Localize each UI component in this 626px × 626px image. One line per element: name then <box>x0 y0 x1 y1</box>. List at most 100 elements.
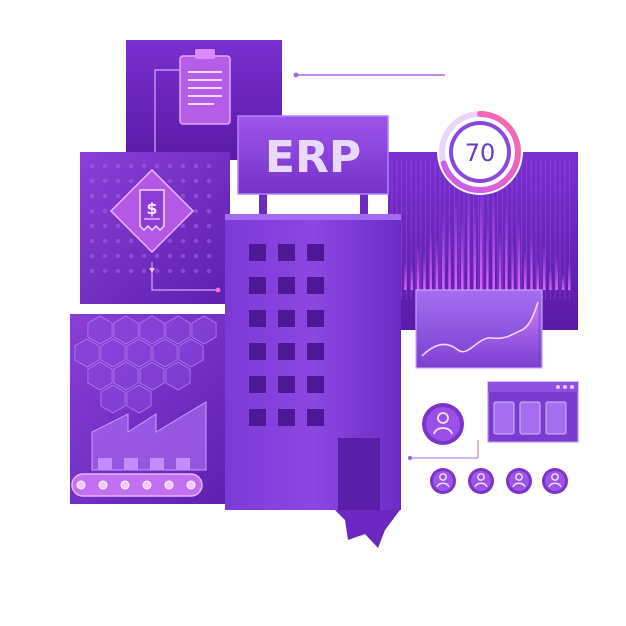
grid-dot <box>102 208 108 214</box>
grid-dot <box>115 223 121 229</box>
cube <box>100 338 126 368</box>
grid-dot <box>206 238 212 244</box>
window <box>278 343 295 360</box>
grid-dot <box>102 223 108 229</box>
window <box>307 409 324 426</box>
conveyor-roller <box>76 480 86 490</box>
signal-bar <box>486 220 489 290</box>
user-avatar-icon <box>542 468 568 494</box>
building-door <box>338 438 380 512</box>
cube <box>113 361 139 391</box>
conveyor-roller <box>98 480 108 490</box>
signal-bar <box>479 180 483 290</box>
grid-dot <box>115 268 121 274</box>
signal-bar <box>511 242 514 290</box>
building-windows <box>249 244 324 426</box>
window <box>307 343 324 360</box>
grid-dot <box>89 193 95 199</box>
cube <box>87 315 113 345</box>
grid-dot <box>154 268 160 274</box>
grid-dot <box>180 268 186 274</box>
window <box>249 310 266 327</box>
grid-dot <box>89 223 95 229</box>
signal-bar <box>524 250 527 290</box>
signal-bar <box>542 246 546 290</box>
signal-bar <box>429 230 432 290</box>
cube <box>165 361 191 391</box>
grid-dot <box>180 223 186 229</box>
window <box>278 244 295 261</box>
receipt-dollar-icon: $ <box>109 168 195 254</box>
window <box>278 310 295 327</box>
signal-bar <box>492 194 495 290</box>
grid-dot <box>89 238 95 244</box>
window <box>307 310 324 327</box>
cube <box>139 361 165 391</box>
grid-dot <box>115 178 121 184</box>
grid-dot <box>206 193 212 199</box>
cube <box>87 361 113 391</box>
grid-dot <box>167 238 173 244</box>
cube <box>74 338 100 368</box>
cube-pattern <box>74 315 217 414</box>
cube <box>178 338 204 368</box>
grid-dot <box>89 268 95 274</box>
conveyor-roller <box>142 480 152 490</box>
grid-dot <box>102 163 108 169</box>
grid-dot <box>193 223 199 229</box>
signal-bar <box>435 238 439 290</box>
cube <box>191 315 217 345</box>
factory-panel <box>70 314 238 504</box>
grid-dot <box>128 238 134 244</box>
erp-sign-label: ERP <box>265 132 361 183</box>
cube <box>152 338 178 368</box>
grid-dot <box>180 238 186 244</box>
window <box>249 343 266 360</box>
grid-dot <box>102 268 108 274</box>
signal-bar <box>549 268 552 290</box>
user-avatar-icon <box>430 468 456 494</box>
factory-icon <box>91 401 207 471</box>
grid-dot <box>89 253 95 259</box>
grid-dot <box>180 178 186 184</box>
grid-dot <box>180 193 186 199</box>
window <box>249 277 266 294</box>
signal-bar <box>404 260 407 290</box>
grid-dot <box>193 208 199 214</box>
connector-line <box>293 72 445 78</box>
grid-dot <box>180 253 186 259</box>
grid-dot <box>89 178 95 184</box>
grid-dot <box>206 268 212 274</box>
conveyor-roller <box>120 480 130 490</box>
grid-dot <box>193 253 199 259</box>
score-gauge: 70 <box>437 109 523 195</box>
signal-bar <box>454 198 458 290</box>
signal-bar <box>517 220 521 290</box>
cube <box>126 338 152 368</box>
grid-dot <box>128 163 134 169</box>
cube <box>165 315 191 345</box>
grid-dot <box>206 178 212 184</box>
grid-dot <box>102 193 108 199</box>
window <box>307 244 324 261</box>
grid-dot <box>206 163 212 169</box>
grid-dot <box>206 253 212 259</box>
signal-bar <box>467 190 470 290</box>
svg-text:$: $ <box>146 199 157 218</box>
signal-bar <box>505 206 508 290</box>
grid-dot <box>167 253 173 259</box>
signal-bar <box>416 246 420 290</box>
signal-bar <box>473 204 476 290</box>
grid-dot <box>128 178 134 184</box>
vertical-bars <box>391 160 571 300</box>
window <box>249 376 266 393</box>
grid-dot <box>128 268 134 274</box>
cube <box>113 315 139 345</box>
window <box>249 244 266 261</box>
grid-dot <box>154 163 160 169</box>
grid-dot <box>128 253 134 259</box>
conveyor-roller <box>164 480 174 490</box>
grid-dot <box>141 253 147 259</box>
signal-bar <box>568 264 571 290</box>
grid-dot <box>102 253 108 259</box>
